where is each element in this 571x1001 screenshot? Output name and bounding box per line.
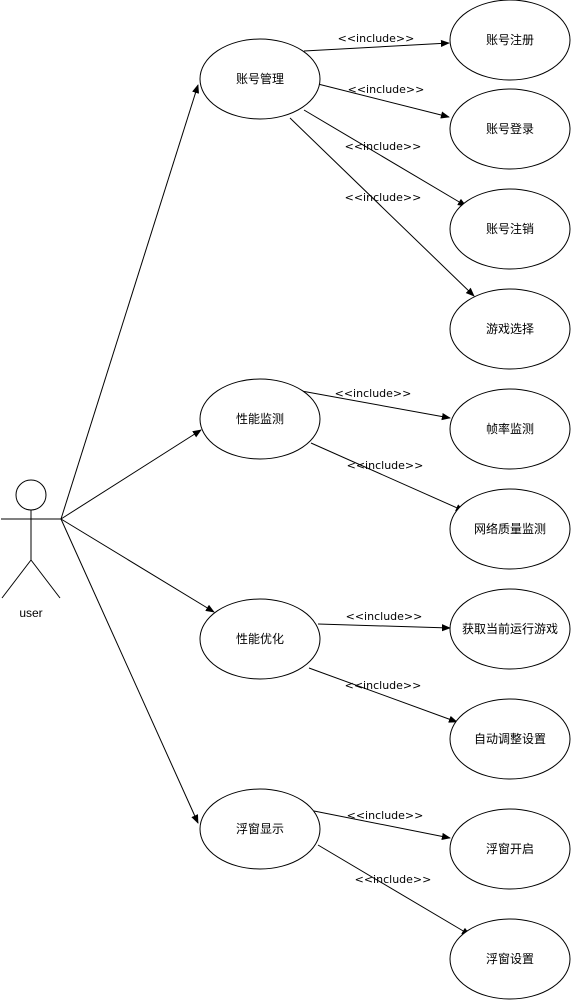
use-case-float-settings: 浮窗设置 bbox=[449, 918, 571, 1000]
svg-text:浮窗设置: 浮窗设置 bbox=[486, 952, 534, 966]
svg-text:账号管理: 账号管理 bbox=[236, 71, 284, 86]
use-case-perf-monitor: 性能监测 bbox=[199, 378, 321, 460]
include-game-select bbox=[289, 117, 475, 297]
include-auto-adjust bbox=[308, 667, 458, 723]
svg-text:账号注册: 账号注册 bbox=[486, 32, 534, 47]
actor-label: user bbox=[19, 606, 42, 620]
svg-text:自动调整设置: 自动调整设置 bbox=[474, 731, 546, 746]
assoc-account bbox=[60, 84, 199, 520]
svg-text:账号登录: 账号登录 bbox=[486, 121, 534, 136]
include-float-open bbox=[313, 810, 451, 840]
include-label-get-game: <<include>> bbox=[346, 610, 423, 623]
use-case-get-game: 获取当前运行游戏 bbox=[449, 588, 571, 670]
use-case-game-select: 游戏选择 bbox=[449, 288, 571, 370]
actor-associations bbox=[60, 84, 215, 824]
use-case-float-window: 浮窗显示 bbox=[199, 788, 321, 870]
svg-text:浮窗开启: 浮窗开启 bbox=[486, 842, 534, 856]
svg-text:网络质量监测: 网络质量监测 bbox=[474, 521, 546, 536]
svg-text:游戏选择: 游戏选择 bbox=[486, 322, 534, 336]
assoc-float-window bbox=[60, 518, 199, 824]
include-label-register: <<include>> bbox=[338, 32, 415, 45]
include-network bbox=[310, 442, 465, 512]
actor-right-leg bbox=[30, 559, 61, 599]
include-register bbox=[303, 39, 450, 52]
use-case-login: 账号登录 bbox=[449, 88, 571, 170]
use-case-account: 账号管理 bbox=[199, 38, 321, 120]
include-label-login: <<include>> bbox=[348, 83, 425, 96]
assoc-perf-monitor bbox=[60, 429, 202, 520]
include-label-logout: <<include>> bbox=[345, 140, 422, 153]
svg-text:获取当前运行游戏: 获取当前运行游戏 bbox=[462, 621, 558, 636]
assoc-perf-optimize bbox=[60, 518, 215, 613]
use-case-network: 网络质量监测 bbox=[449, 488, 571, 570]
include-label-auto-adjust: <<include>> bbox=[345, 679, 422, 692]
actor-left-leg bbox=[1, 559, 32, 599]
use-case-frame-rate: 帧率监测 bbox=[449, 388, 571, 470]
actor-head bbox=[15, 479, 47, 511]
include-label-float-open: <<include>> bbox=[347, 809, 424, 822]
use-case-float-open: 浮窗开启 bbox=[449, 808, 571, 890]
include-relations bbox=[289, 39, 475, 936]
svg-text:帧率监测: 帧率监测 bbox=[486, 421, 534, 436]
use-case-auto-adjust: 自动调整设置 bbox=[449, 698, 571, 780]
svg-text:账号注销: 账号注销 bbox=[486, 221, 534, 236]
use-case-perf-optimize: 性能优化 bbox=[199, 598, 321, 680]
svg-text:性能优化: 性能优化 bbox=[236, 632, 284, 646]
include-label-frame-rate: <<include>> bbox=[335, 387, 412, 400]
include-float-settings bbox=[317, 844, 471, 936]
svg-text:性能监测: 性能监测 bbox=[236, 412, 284, 426]
include-logout bbox=[303, 109, 467, 207]
include-login bbox=[317, 83, 450, 119]
use-case-logout: 账号注销 bbox=[449, 188, 571, 270]
include-labels: <<include>> <<include>> <<include>> <<in… bbox=[335, 32, 432, 886]
actor-user bbox=[1, 479, 61, 599]
use-case-register: 账号注册 bbox=[449, 0, 571, 81]
include-get-game bbox=[317, 623, 451, 632]
include-frame-rate bbox=[295, 389, 451, 421]
include-label-network: <<include>> bbox=[347, 459, 424, 472]
include-label-game-select: <<include>> bbox=[345, 191, 422, 204]
include-label-float-settings: <<include>> bbox=[355, 873, 432, 886]
svg-text:浮窗显示: 浮窗显示 bbox=[236, 822, 284, 836]
